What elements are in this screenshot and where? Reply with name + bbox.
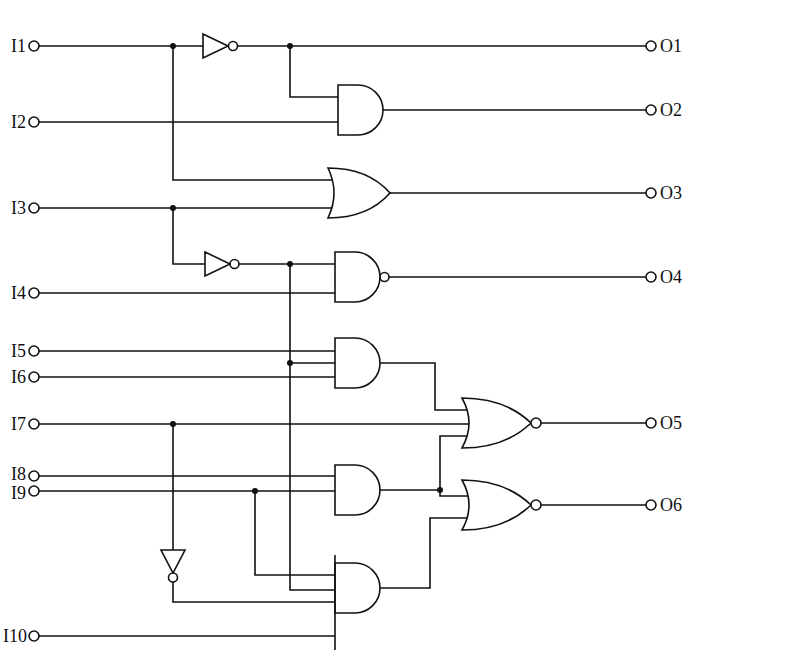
- wire: [173, 208, 205, 264]
- input-terminal: [29, 419, 39, 429]
- output-name: O6: [660, 496, 682, 514]
- output-name: O2: [660, 101, 682, 119]
- wire: [39, 292, 335, 294]
- inversion-bubble: [380, 273, 389, 282]
- inversion-bubble: [531, 500, 541, 510]
- wire: [440, 490, 470, 496]
- wire: [173, 46, 334, 180]
- terminals: [29, 41, 656, 641]
- input-name: I10: [3, 627, 27, 645]
- and-gate: [335, 338, 380, 388]
- input-terminal: [29, 471, 39, 481]
- junction-dot: [287, 261, 293, 267]
- input-terminal: [29, 203, 39, 213]
- input-name: I7: [11, 415, 26, 433]
- inversion-bubble: [230, 260, 239, 269]
- and-gate: [338, 85, 383, 135]
- wire: [380, 363, 470, 410]
- wire: [39, 207, 334, 209]
- input-terminal: [29, 372, 39, 382]
- junction-dot: [170, 421, 176, 427]
- input-name: I2: [11, 113, 26, 131]
- junction-dot: [170, 205, 176, 211]
- wire: [238, 45, 646, 47]
- wire: [39, 490, 335, 492]
- input-name: I5: [11, 342, 26, 360]
- wire: [389, 276, 646, 278]
- wire: [39, 350, 335, 352]
- junction-dot: [252, 488, 258, 494]
- and-gate: [335, 563, 380, 613]
- wire: [39, 121, 338, 123]
- wire: [290, 362, 335, 364]
- wire: [255, 491, 335, 575]
- nor-gate: [462, 480, 531, 530]
- input-terminal: [29, 41, 39, 51]
- junction-dot: [287, 360, 293, 366]
- not-gate: [203, 34, 228, 58]
- wire: [39, 635, 335, 637]
- junction-dot: [437, 487, 443, 493]
- wire: [173, 582, 335, 602]
- input-name: I9: [11, 484, 26, 502]
- input-name: I6: [11, 368, 26, 386]
- gates: [161, 34, 541, 650]
- output-name: O4: [660, 268, 682, 286]
- wire: [541, 504, 646, 506]
- wire: [39, 376, 335, 378]
- output-name: O1: [660, 37, 682, 55]
- output-terminal: [646, 105, 656, 115]
- or-gate: [328, 168, 390, 218]
- input-name: I1: [11, 37, 26, 55]
- input-name: I8: [11, 465, 26, 483]
- wire: [39, 45, 203, 47]
- input-terminal: [29, 486, 39, 496]
- junction-dot: [170, 43, 176, 49]
- wire: [541, 422, 646, 424]
- not-gate: [205, 252, 230, 276]
- output-terminal: [646, 500, 656, 510]
- wire: [39, 423, 472, 425]
- output-terminal: [646, 41, 656, 51]
- nand-gate: [335, 252, 380, 302]
- wire: [39, 475, 335, 477]
- inversion-bubble: [169, 573, 178, 582]
- wire: [390, 192, 646, 194]
- input-bar: [334, 555, 336, 650]
- output-terminal: [646, 272, 656, 282]
- not-gate: [161, 550, 185, 573]
- output-terminal: [646, 418, 656, 428]
- nor-gate: [462, 398, 531, 448]
- wires: [39, 46, 646, 636]
- inversion-bubble: [229, 42, 238, 51]
- input-terminal: [29, 288, 39, 298]
- wire: [290, 46, 338, 97]
- input-terminal: [29, 631, 39, 641]
- wire: [172, 424, 174, 550]
- inversion-bubble: [531, 418, 541, 428]
- output-name: O3: [660, 184, 682, 202]
- wire: [380, 518, 470, 588]
- junction-dots: [170, 43, 443, 494]
- junction-dot: [287, 43, 293, 49]
- output-name: O5: [660, 414, 682, 432]
- input-terminal: [29, 346, 39, 356]
- input-name: I3: [11, 199, 26, 217]
- and-gate: [335, 465, 380, 515]
- input-name: I4: [11, 284, 26, 302]
- wire: [383, 109, 646, 111]
- input-terminal: [29, 117, 39, 127]
- wire: [290, 264, 335, 590]
- output-terminal: [646, 188, 656, 198]
- wire: [380, 489, 440, 491]
